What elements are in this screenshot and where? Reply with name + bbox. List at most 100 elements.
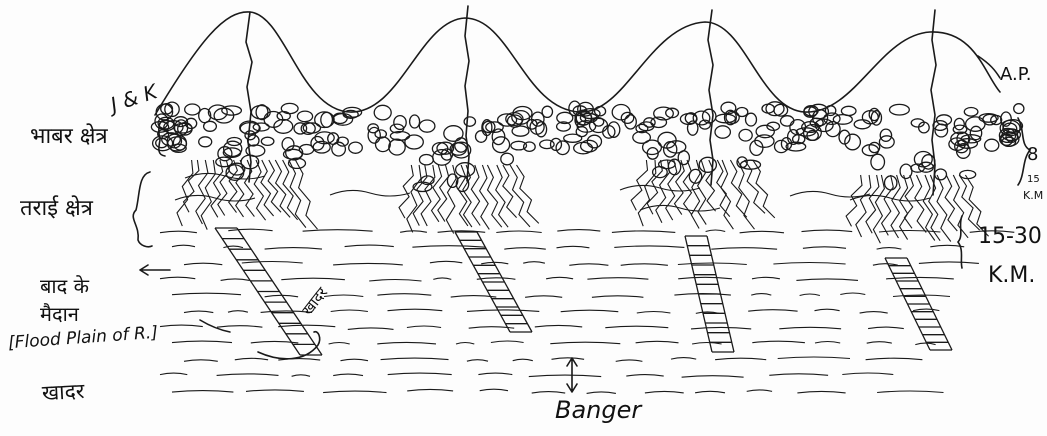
plain-dash [552,358,585,360]
terai-stream [184,160,199,212]
plain-dash [430,261,462,263]
plain-dash [645,391,684,393]
plain-dash [228,311,248,313]
pebble [762,104,774,113]
plain-dash [569,264,608,266]
plain-dash [682,376,744,378]
plain-dash [612,231,675,233]
plain-dash [400,231,427,233]
terai-stream [790,191,870,197]
plain-dash [172,293,241,295]
bhabar-pebbles [151,101,1024,191]
pebble [204,121,217,131]
terai-stream [177,160,193,226]
plain-dash [345,245,394,247]
plain-dash [217,374,279,376]
plain-dash [715,358,766,360]
plain-dash [557,246,590,248]
pebble [736,108,748,117]
plain-dash [815,309,840,311]
plain-dash [377,294,431,296]
terai-stream [706,160,716,211]
plain-dash [377,342,436,344]
pebble [368,127,380,143]
plain-dash [860,312,888,314]
pebble [781,116,794,126]
plain-dash [388,373,452,375]
plain-dash [467,310,539,312]
plain-dash [815,342,840,344]
pebble [444,126,463,142]
plain-dash [407,326,441,328]
plain-dash [480,389,508,391]
plain-dash [877,248,902,250]
terai-stream [330,190,410,196]
plain-dash [491,341,524,343]
plain-dash [412,246,485,248]
plain-dash [223,246,243,248]
plain-dash [747,390,772,392]
plain-dash [626,375,663,377]
plain-dash [172,341,232,343]
plain-dash [706,230,726,232]
plain-dash [868,327,904,329]
plain-dash [867,342,892,344]
plain-dash [587,278,648,280]
plain-dash [235,358,268,360]
pebble [664,142,677,157]
pebble [914,152,932,167]
terai-stream [254,160,265,220]
river-1 [246,12,252,182]
plain-dash [221,279,250,281]
terai-stream [959,175,980,230]
plain-dash [546,277,573,279]
pebble [590,118,608,132]
plain-dash [691,327,751,329]
pebble [739,129,752,141]
pebble [476,131,487,143]
plain-dash [751,294,771,296]
pebble [964,108,978,117]
label-banger: Banger [555,398,641,422]
plain-dash [407,389,453,391]
pebble [603,126,615,139]
plain-dash [592,296,644,298]
plain-dash [184,311,213,313]
pebble [750,140,763,155]
plain-dash [886,277,954,279]
plain-dash [242,262,303,264]
label-floodplain-line1: बाद के [40,276,89,296]
plain-dash [800,294,820,296]
pebble [493,137,510,153]
pebble [199,137,212,147]
plain-dash [529,375,601,377]
plain-dash [278,359,320,361]
plain-dash [877,391,943,393]
plain-dash [605,326,668,328]
terai-stream [900,175,908,240]
plain-dash [866,358,923,360]
terai-stream [846,175,862,226]
plain-dash [913,309,939,311]
plain-dash [281,278,345,280]
plain-dash [172,391,233,393]
pebble [420,155,434,165]
plain-dash [561,310,619,312]
plain-dash [388,309,443,311]
pebble [574,142,593,153]
pebble [715,126,730,138]
plain-dash [496,231,541,233]
label-bhabar-width-8: 8 [1027,146,1038,164]
plain-dash [711,248,777,250]
plain-dash [246,390,304,392]
plain-dash [769,374,828,376]
plain-dash [381,358,449,360]
pebble [303,123,320,133]
pebble [756,125,774,137]
label-terai-km: K.M. [988,265,1035,287]
pebble [966,117,985,131]
plain-dash [778,357,850,359]
pebble [825,106,835,116]
